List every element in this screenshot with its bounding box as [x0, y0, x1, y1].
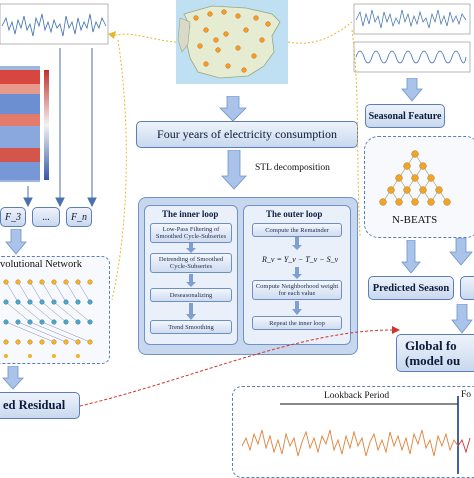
left-connector-lines — [23, 48, 97, 208]
feature-ellipsis-label: ... — [42, 211, 50, 223]
nbeats-pyramid — [379, 150, 451, 206]
spain-map — [176, 0, 288, 84]
outer-step-compute-remainder: Compute the Remainder — [252, 223, 342, 237]
feature-fn-label: F_n — [70, 211, 88, 223]
outer-step-repeat-inner: Repeat the inner loop — [252, 316, 342, 330]
arrow-to-predicted — [401, 240, 421, 274]
main-title: Four years of electricity consumption — [157, 127, 337, 141]
feature-f3-label: F_3 — [4, 211, 22, 223]
nbeats-panel — [364, 136, 474, 238]
arrow-to-global — [451, 304, 473, 334]
arrow-map-to-title — [219, 96, 247, 122]
inner-step-detrend: Detrending of Smoothed Cycle-Subseries — [150, 253, 232, 273]
arrow-to-network — [5, 229, 27, 255]
top-right-signal-plots — [353, 3, 471, 73]
global-forecast-box: Global fo (model ou — [396, 334, 474, 372]
feature-fn: F_n — [66, 207, 92, 227]
predicted-side-box — [460, 276, 474, 300]
lookback-period-label: Lookback Period — [324, 391, 390, 401]
outer-loop-arrows — [292, 237, 302, 315]
arrow-nbeats-right — [449, 238, 473, 266]
predicted-season-label: Predicted Season — [372, 282, 450, 294]
inner-loop-arrows — [186, 243, 196, 320]
global-forecast-line1: Global fo — [405, 338, 457, 353]
inner-step-trend-smoothing: Trend Smoothing — [150, 320, 232, 334]
inner-step-deseasonalize: Deseasonalizing — [150, 288, 232, 302]
forecast-label: Fo — [461, 390, 472, 400]
stl-label: STL decomposition — [255, 163, 330, 173]
seasonal-feature-label: Seasonal Feature — [368, 110, 442, 122]
forecast-chart-panel — [232, 386, 474, 478]
tcn-graph — [3, 279, 93, 358]
arrow-title-to-stl — [221, 150, 247, 190]
network-label: volutional Network — [0, 259, 82, 270]
forecast-chart — [241, 396, 471, 474]
inner-step-lowpass: Low-Pass Filtering of Smoothed Cycle-Sub… — [150, 223, 232, 243]
seasonal-feature-box: Seasonal Feature — [365, 104, 445, 128]
feature-ellipsis: ... — [32, 207, 60, 227]
predicted-season-box: Predicted Season — [368, 276, 454, 300]
top-left-signal-plot — [0, 3, 109, 45]
inner-loop-title: The inner loop — [162, 209, 219, 219]
nbeats-label: N-BEATS — [392, 214, 438, 226]
network-panel — [0, 256, 110, 364]
arrow-to-residual — [2, 366, 24, 390]
outer-step-neighborhood-weight: Compute Neighborhood weight for each val… — [252, 280, 342, 300]
arrow-to-seasonal — [401, 78, 423, 102]
residual-box: ed Residual — [0, 392, 80, 419]
residual-label: ed Residual — [3, 398, 66, 412]
global-forecast-line2: (model ou — [405, 353, 461, 368]
feature-f3: F_3 — [0, 207, 26, 227]
correlation-heatmap — [0, 66, 49, 182]
remainder-formula: R_v = Y_v − T_v − S_v — [262, 255, 339, 264]
outer-loop-title: The outer loop — [266, 209, 323, 219]
main-title-box: Four years of electricity consumption — [136, 121, 358, 148]
